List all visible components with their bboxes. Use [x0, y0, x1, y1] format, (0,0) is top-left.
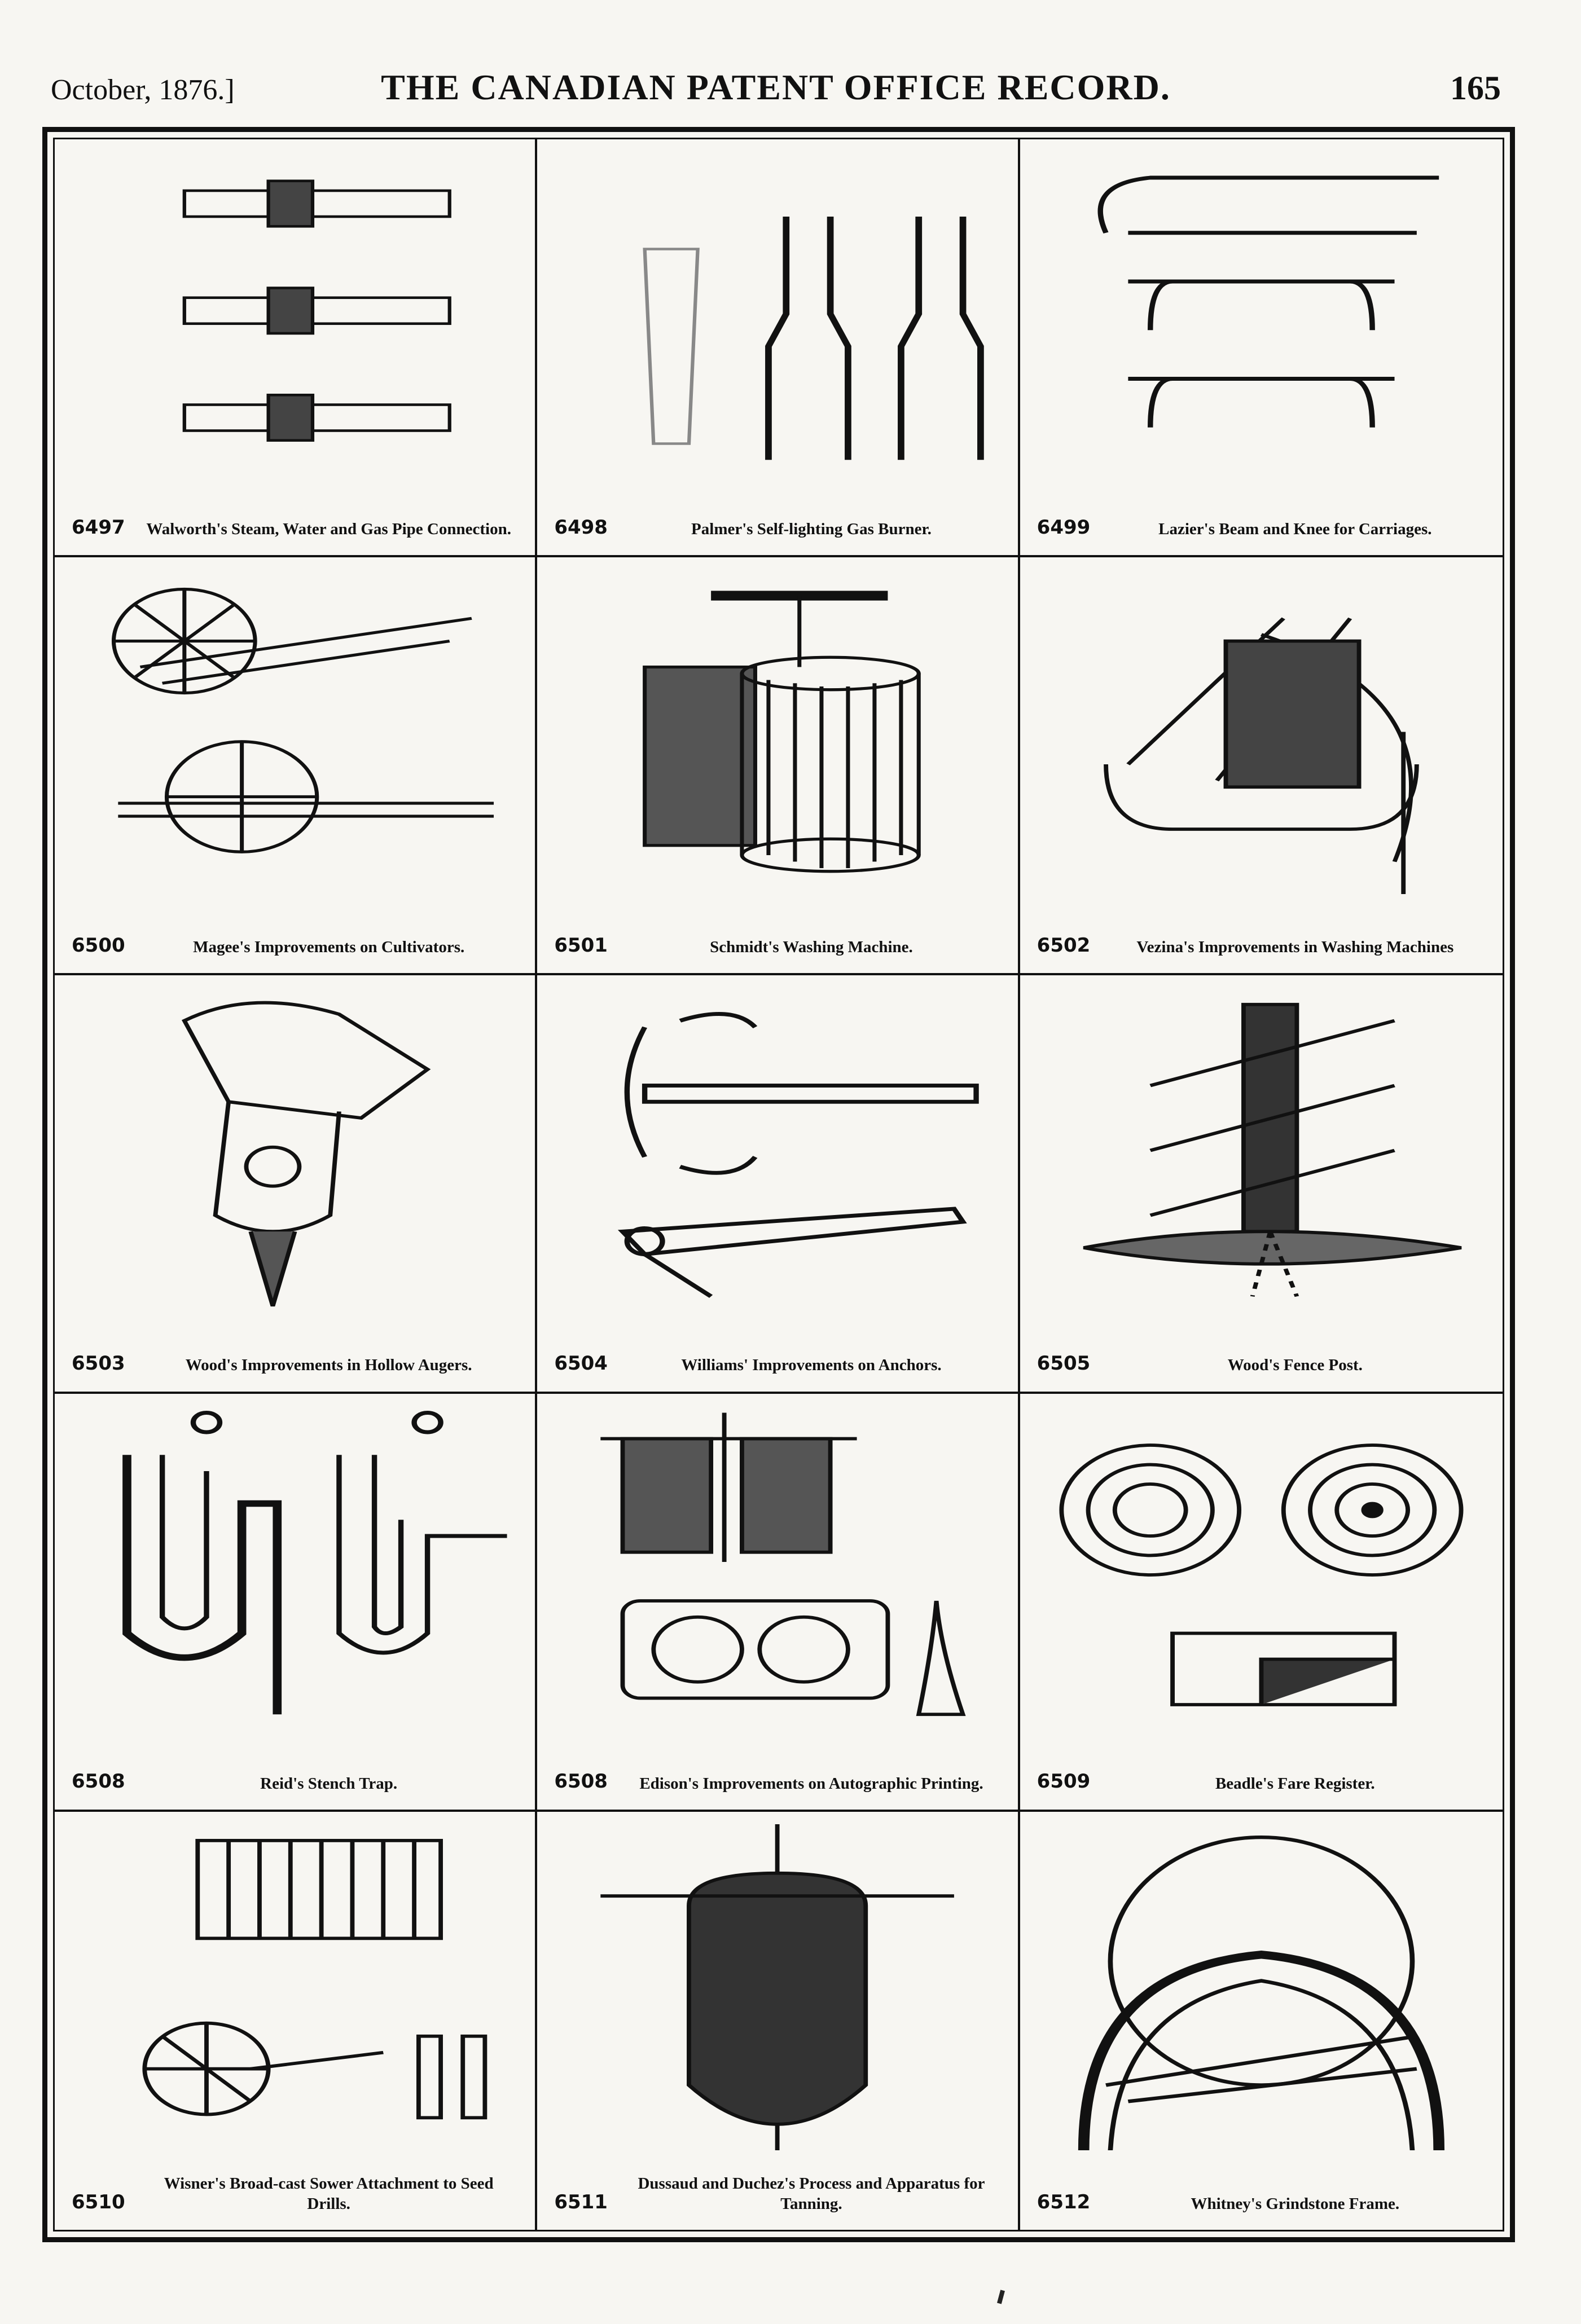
patent-grid: 6497 Walworth's Steam, Water and Gas Pip… — [53, 138, 1504, 2231]
anchor-figure — [618, 1011, 980, 1298]
entry-caption: 6504 Williams' Improvements on Anchors. — [554, 1352, 1000, 1375]
patent-title: Beadle's Fare Register. — [1215, 1774, 1375, 1793]
patent-title: Wood's Fence Post. — [1227, 1356, 1363, 1375]
page-number: 165 — [1450, 69, 1501, 107]
patent-entry-6510: 6510 Wisner's Broad-cast Sower Attachmen… — [55, 1811, 538, 2230]
patent-number: 6503 — [72, 1352, 125, 1375]
patent-title: Magee's Improvements on Cultivators. — [193, 938, 465, 957]
entry-caption: 6501 Schmidt's Washing Machine. — [554, 934, 1000, 957]
patent-number: 6509 — [1037, 1770, 1091, 1793]
patent-entry-6508-autographic-printing: 6508 Edison's Improvements on Autographi… — [537, 1393, 1020, 1812]
patent-number: 6497 — [72, 516, 125, 539]
patent-number: 6512 — [1037, 2190, 1091, 2213]
patent-number: 6511 — [554, 2190, 608, 2213]
patent-number: 6508 — [72, 1770, 125, 1793]
patent-title: Lazier's Beam and Knee for Carriages. — [1158, 520, 1432, 538]
cultivator-figure — [112, 588, 494, 854]
patent-entry-6512: 6512 Whitney's Grindstone Frame. — [1020, 1812, 1503, 2230]
gas-burner-figure — [643, 217, 985, 460]
entry-caption: 6511 Dussaud and Duchez's Process and Ap… — [554, 2173, 1000, 2215]
patent-entry-6508-stench-trap: 6508 Reid's Stench Trap. — [55, 1393, 538, 1812]
patent-title: Vezina's Improvements in Washing Machine… — [1136, 938, 1454, 957]
stench-trap-figure — [122, 1410, 507, 1714]
entry-caption: 6503 Wood's Improvements in Hollow Auger… — [72, 1352, 518, 1375]
patent-number: 6502 — [1037, 934, 1091, 957]
patent-number: 6498 — [554, 516, 608, 539]
patent-title: Wisner's Broad-cast Sower Attachment to … — [164, 2174, 494, 2213]
patent-number: 6510 — [72, 2190, 125, 2213]
tanning-apparatus-figure — [600, 1824, 955, 2151]
ink-mark — [997, 2290, 1005, 2304]
patent-entry-6498: 6498 Palmer's Self-lighting Gas Burner. — [537, 139, 1020, 558]
patent-number: 6499 — [1037, 516, 1091, 539]
patent-entry-6499: 6499 Lazier's Beam and Knee for Carriage… — [1020, 139, 1503, 558]
fence-post-figure — [1083, 1002, 1462, 1297]
entry-caption: 6499 Lazier's Beam and Knee for Carriage… — [1037, 516, 1486, 539]
patent-entry-6505: 6505 Wood's Fence Post. — [1020, 975, 1503, 1394]
page-header: October, 1876.] THE CANADIAN PATENT OFFI… — [51, 62, 1501, 118]
patent-title: Edison's Improvements on Autographic Pri… — [639, 1774, 983, 1793]
patent-number: 6500 — [72, 934, 125, 957]
patent-title: Wood's Improvements in Hollow Augers. — [185, 1356, 472, 1375]
patent-plate-frame: 6497 Walworth's Steam, Water and Gas Pip… — [42, 127, 1515, 2242]
patent-entry-6500: 6500 Magee's Improvements on Cultivators… — [55, 557, 538, 976]
patent-number: 6504 — [554, 1352, 608, 1375]
carriage-beam-figure — [1097, 175, 1439, 428]
entry-caption: 6498 Palmer's Self-lighting Gas Burner. — [554, 516, 1000, 539]
patent-entry-6503: 6503 Wood's Improvements in Hollow Auger… — [55, 975, 538, 1394]
washing-machine-figure — [643, 591, 921, 873]
patent-title: Dussaud and Duchez's Process and Apparat… — [638, 2174, 985, 2213]
patent-entry-6501: 6501 Schmidt's Washing Machine. — [537, 557, 1020, 976]
patent-entry-6509: 6509 Beadle's Fare Register. — [1020, 1394, 1503, 1812]
entry-caption: 6510 Wisner's Broad-cast Sower Attachmen… — [72, 2173, 518, 2215]
patent-entry-6511: 6511 Dussaud and Duchez's Process and Ap… — [537, 1811, 1020, 2230]
patent-number: 6501 — [554, 934, 608, 957]
patent-title: Walworth's Steam, Water and Gas Pipe Con… — [146, 520, 511, 538]
patent-title: Reid's Stench Trap. — [260, 1774, 398, 1793]
entry-caption: 6509 Beadle's Fare Register. — [1037, 1770, 1486, 1794]
fare-register-figure — [1059, 1443, 1464, 1706]
entry-caption: 6505 Wood's Fence Post. — [1037, 1352, 1486, 1375]
entry-caption: 6500 Magee's Improvements on Cultivators… — [72, 934, 518, 957]
seed-drill-figure — [142, 1839, 488, 2120]
publication-title: THE CANADIAN PATENT OFFICE RECORD. — [381, 67, 1171, 107]
grindstone-frame-figure — [1078, 1835, 1444, 2151]
patent-number: 6505 — [1037, 1352, 1091, 1375]
autographic-printing-figure — [600, 1412, 966, 1716]
entry-caption: 6508 Reid's Stench Trap. — [72, 1770, 518, 1794]
entry-caption: 6512 Whitney's Grindstone Frame. — [1037, 2191, 1486, 2214]
entry-caption: 6508 Edison's Improvements on Autographi… — [554, 1770, 1000, 1794]
patent-entry-6504: 6504 Williams' Improvements on Anchors. — [537, 975, 1020, 1394]
patent-entry-6502: 6502 Vezina's Improvements in Washing Ma… — [1020, 557, 1503, 976]
issue-date: October, 1876.] — [51, 74, 235, 106]
entry-caption: 6502 Vezina's Improvements in Washing Ma… — [1037, 934, 1486, 957]
patent-title: Whitney's Grindstone Frame. — [1191, 2194, 1400, 2213]
hollow-auger-figure — [182, 1001, 431, 1306]
patent-number: 6508 — [554, 1770, 608, 1793]
patent-title: Palmer's Self-lighting Gas Burner. — [691, 520, 932, 538]
pipe-connection-figure — [182, 179, 451, 442]
entry-caption: 6497 Walworth's Steam, Water and Gas Pip… — [72, 516, 518, 539]
patent-title: Schmidt's Washing Machine. — [710, 938, 913, 957]
patent-title: Williams' Improvements on Anchors. — [681, 1356, 942, 1375]
patent-entry-6497: 6497 Walworth's Steam, Water and Gas Pip… — [55, 139, 538, 558]
washing-cradle-figure — [1103, 617, 1419, 895]
